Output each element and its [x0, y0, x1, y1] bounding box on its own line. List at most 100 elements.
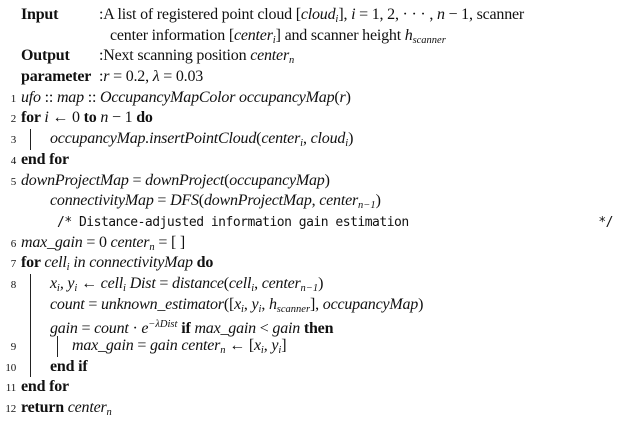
indent-bar: [30, 315, 31, 336]
subscript: i: [335, 14, 339, 25]
code-line-11: 11 end for: [0, 377, 613, 398]
text-segment: ::: [83, 88, 101, 106]
text-segment: count: [50, 295, 85, 313]
text-segment: distance: [172, 274, 224, 292]
text-segment: i: [44, 109, 49, 127]
text-segment: h: [404, 26, 413, 44]
text-segment: (: [224, 171, 230, 189]
text-segment: Dist: [125, 274, 156, 292]
text-segment: i: [351, 6, 356, 23]
line-text: connectivityMap = DFS(downProjectMap, ce…: [21, 191, 381, 217]
parameter-line: parameter:r = 0.2, λ = 0.03: [0, 67, 613, 88]
line-text: max_gain = 0 centern = [ ]: [21, 233, 185, 259]
text-segment: = 1, 2, · · · ,: [355, 6, 437, 23]
line-number: 4: [10, 154, 17, 167]
line-text: :Next scanning position centern: [99, 46, 294, 72]
text-segment: max_gain: [21, 233, 83, 251]
text-segment: cloud: [300, 6, 336, 23]
subscript: i: [66, 262, 70, 274]
text-segment: unknown_estimator: [101, 295, 224, 313]
text-segment: ): [375, 192, 381, 210]
subscript: n: [220, 345, 226, 356]
text-segment: x: [50, 274, 57, 292]
text-segment: for: [21, 254, 45, 272]
text-segment: ← 0: [48, 109, 84, 127]
line-number: 1: [10, 92, 17, 105]
text-segment: r: [339, 88, 346, 106]
text-segment: ): [345, 88, 351, 106]
indent-bar: [30, 294, 31, 316]
subscript: i: [345, 138, 349, 150]
text-segment: end for: [21, 378, 69, 396]
text-segment: center: [67, 399, 107, 417]
line-number: 11: [5, 382, 16, 395]
indent-bar: [57, 336, 58, 357]
text-segment: ←: [77, 274, 101, 292]
text-segment: (: [198, 192, 204, 210]
text-segment: = 0.2,: [109, 68, 153, 86]
text-segment: x: [234, 295, 241, 313]
line-number: 12: [5, 403, 16, 416]
text-segment: center: [319, 192, 359, 210]
text-segment: y: [251, 295, 259, 313]
header-label: Output: [21, 47, 70, 65]
text-segment: h: [268, 295, 277, 313]
indent-bar: [30, 273, 31, 295]
text-segment: x: [253, 337, 261, 354]
line-text: xi, yi ← celli Dist = distance(celli, ce…: [31, 274, 323, 300]
line-text: return centern: [21, 398, 112, 424]
subscript: n: [288, 55, 295, 67]
text-segment: − 1, scanner: [444, 6, 525, 23]
text-segment: ,: [263, 337, 272, 354]
text-segment: , y: [59, 274, 75, 292]
text-segment: OccupancyMapColor occupancyMap: [100, 88, 335, 106]
text-segment: occupancyMap.insertPointCloud: [50, 130, 257, 148]
text-segment: DFS: [170, 192, 199, 210]
text-segment: center: [261, 130, 301, 148]
text-segment: ufo: [21, 88, 41, 106]
line-number: 6: [10, 237, 17, 250]
line-number: 8: [10, 278, 17, 291]
text-segment: =: [84, 295, 101, 313]
indent-bar: [30, 356, 31, 378]
text-segment: ::: [40, 88, 57, 106]
text-segment: end if: [50, 357, 88, 375]
text-segment: ·: [128, 320, 142, 338]
subscript: n−1: [300, 282, 319, 294]
text-segment: (: [256, 130, 262, 148]
line-number: 7: [10, 258, 17, 271]
text-segment: =: [153, 192, 171, 210]
text-segment: gain: [272, 320, 301, 338]
text-segment: y: [271, 337, 279, 354]
code-line-1: 1 ufo :: map :: OccupancyMapColor occupan…: [0, 88, 613, 109]
text-segment: downProjectMap: [21, 171, 129, 189]
text-segment: gain: [50, 320, 78, 338]
text-segment: = [ ]: [154, 233, 186, 251]
indent-bar: [30, 336, 31, 357]
line-number: 9: [10, 341, 17, 353]
text-segment: ): [348, 130, 354, 148]
code-line-8-continuation-count: count = unknown_estimator([xi, yi, hscan…: [0, 294, 613, 316]
text-segment: max_gain: [72, 337, 134, 354]
comment-line: /* Distance-adjusted information gain es…: [0, 212, 613, 233]
subscript: i: [74, 282, 78, 294]
line-text: ufo :: map :: OccupancyMapColor occupanc…: [21, 88, 351, 109]
text-segment: cell: [44, 254, 67, 272]
text-segment: occupancyMap: [322, 295, 419, 313]
text-segment: cell: [100, 274, 123, 292]
text-segment: ([: [223, 295, 235, 313]
subscript: i: [56, 282, 60, 294]
text-segment: ] and scanner height: [275, 26, 405, 44]
text-segment: cloud: [310, 130, 346, 148]
line-number: 2: [10, 113, 17, 126]
line-text: :A list of registered point cloud [cloud…: [99, 5, 524, 31]
line-text: center information [centeri] and scanner…: [99, 26, 446, 52]
